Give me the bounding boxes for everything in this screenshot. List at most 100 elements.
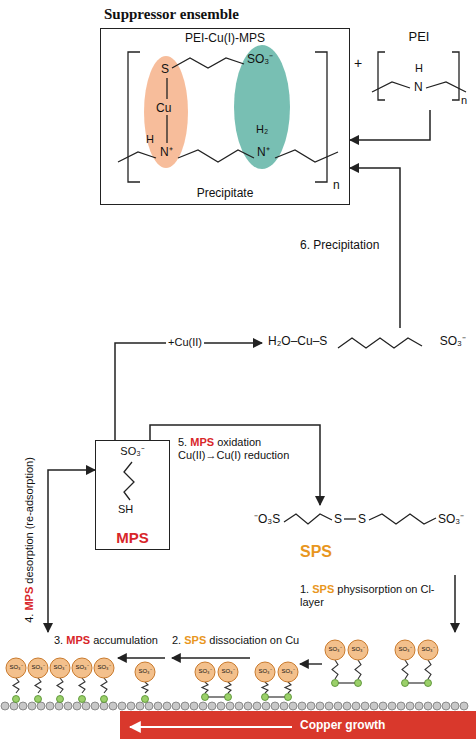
step-label: 3. MPS accumulation xyxy=(54,634,158,647)
art-stroke xyxy=(28,702,36,710)
text-run: SPS xyxy=(184,634,206,646)
text-run: accumulation xyxy=(90,634,158,646)
art-stroke xyxy=(226,702,234,710)
art-stroke xyxy=(145,702,153,710)
text-run: 5. xyxy=(178,436,190,448)
art-stroke xyxy=(355,660,361,679)
art-stroke xyxy=(46,702,54,710)
art-stroke xyxy=(218,662,238,682)
art-stroke xyxy=(280,702,288,710)
art-stroke xyxy=(202,682,208,693)
atom-label: + xyxy=(354,55,362,72)
art-stroke xyxy=(262,694,269,701)
node-text: SPS xyxy=(300,543,332,561)
art-stroke xyxy=(202,694,209,701)
node-text: SH xyxy=(118,503,133,516)
art-stroke xyxy=(195,662,215,682)
art-stroke xyxy=(190,702,198,710)
art-stroke xyxy=(73,702,81,710)
art-stroke xyxy=(370,702,378,710)
art-stroke xyxy=(343,702,351,710)
art-stroke xyxy=(361,702,369,710)
art-stroke xyxy=(269,696,285,697)
art-stroke xyxy=(166,78,167,99)
reaction-arrow xyxy=(150,425,320,505)
ball-label: SO₃⁻ xyxy=(351,646,364,653)
art-stroke xyxy=(225,694,232,701)
art-stroke xyxy=(402,660,408,679)
ball-label: SO₃⁻ xyxy=(421,646,434,653)
ball-label: SO₃⁻ xyxy=(97,664,110,671)
ball-label: SO₃⁻ xyxy=(138,668,151,675)
step-label: 1. SPS physisorption on Cl-layer xyxy=(300,583,448,609)
art-stroke xyxy=(163,702,171,710)
art-stroke xyxy=(154,702,162,710)
art-stroke xyxy=(395,640,415,660)
art-stroke xyxy=(13,696,20,703)
ball-label: SO₃⁻ xyxy=(9,664,22,671)
art-stroke xyxy=(425,680,432,687)
atom-label: n xyxy=(333,178,340,192)
art-stroke xyxy=(372,82,410,92)
art-stroke xyxy=(352,702,360,710)
diagram-title: Suppressor ensemble xyxy=(104,5,239,23)
text-run: 3. xyxy=(54,634,66,646)
node-text: PEI xyxy=(368,30,470,45)
atom-label: Cu xyxy=(156,101,171,115)
ball-label: SO₃⁻ xyxy=(328,646,341,653)
art-stroke xyxy=(208,702,216,710)
art-stroke xyxy=(118,702,126,710)
text-run: SPS xyxy=(312,583,334,595)
step-label: 5. MPS oxidation Cu(II)→Cu(I) reduction xyxy=(178,436,313,462)
art-stroke xyxy=(442,702,450,710)
art-stroke xyxy=(199,702,207,710)
art-stroke xyxy=(289,702,297,710)
art-stroke xyxy=(10,702,18,710)
step-label: 2. SPS dissociation on Cu xyxy=(172,634,299,647)
art-stroke xyxy=(424,702,432,710)
ball-label: SO₃⁻ xyxy=(31,664,44,671)
art-stroke xyxy=(253,702,261,710)
node-text: Precipitate xyxy=(101,187,349,201)
art-stroke xyxy=(109,702,117,710)
surface-molecules xyxy=(1,640,468,710)
art-stroke xyxy=(316,702,324,710)
art-stroke xyxy=(142,682,148,693)
atom-label: SO₃⁻ xyxy=(438,512,464,526)
art-stroke xyxy=(332,660,338,679)
art-stroke xyxy=(284,514,332,524)
reaction-arrow xyxy=(115,343,262,440)
atom-label: H xyxy=(415,62,423,75)
art-stroke xyxy=(101,678,107,693)
art-stroke xyxy=(334,702,342,710)
art-stroke xyxy=(433,702,441,710)
art-stroke xyxy=(348,640,368,660)
art-stroke xyxy=(339,682,355,683)
art-stroke xyxy=(35,696,42,703)
art-stroke xyxy=(72,658,92,678)
ball-label: SO₃⁻ xyxy=(198,668,211,675)
art-stroke xyxy=(235,702,243,710)
art-stroke xyxy=(397,702,405,710)
atom-label: H xyxy=(146,133,154,146)
art-stroke xyxy=(388,702,396,710)
atom-label: S xyxy=(161,62,169,76)
art-stroke xyxy=(178,150,254,162)
text-run: desorption (re-adsorption) xyxy=(23,457,35,587)
text-run: 2. xyxy=(172,634,184,646)
art-stroke xyxy=(278,662,298,682)
art-stroke xyxy=(19,702,27,710)
art-stroke xyxy=(50,658,70,678)
art-stroke xyxy=(6,658,26,678)
art-stroke xyxy=(135,662,155,682)
art-stroke xyxy=(101,696,108,703)
art-stroke xyxy=(172,702,180,710)
art-stroke xyxy=(79,678,85,693)
art-stroke xyxy=(100,702,108,710)
node-text: MPS xyxy=(96,529,169,546)
mps-box: SO₃⁻SHMPS xyxy=(95,440,170,550)
atom-label: SO₃⁻ xyxy=(247,52,273,66)
art-stroke xyxy=(35,678,41,693)
